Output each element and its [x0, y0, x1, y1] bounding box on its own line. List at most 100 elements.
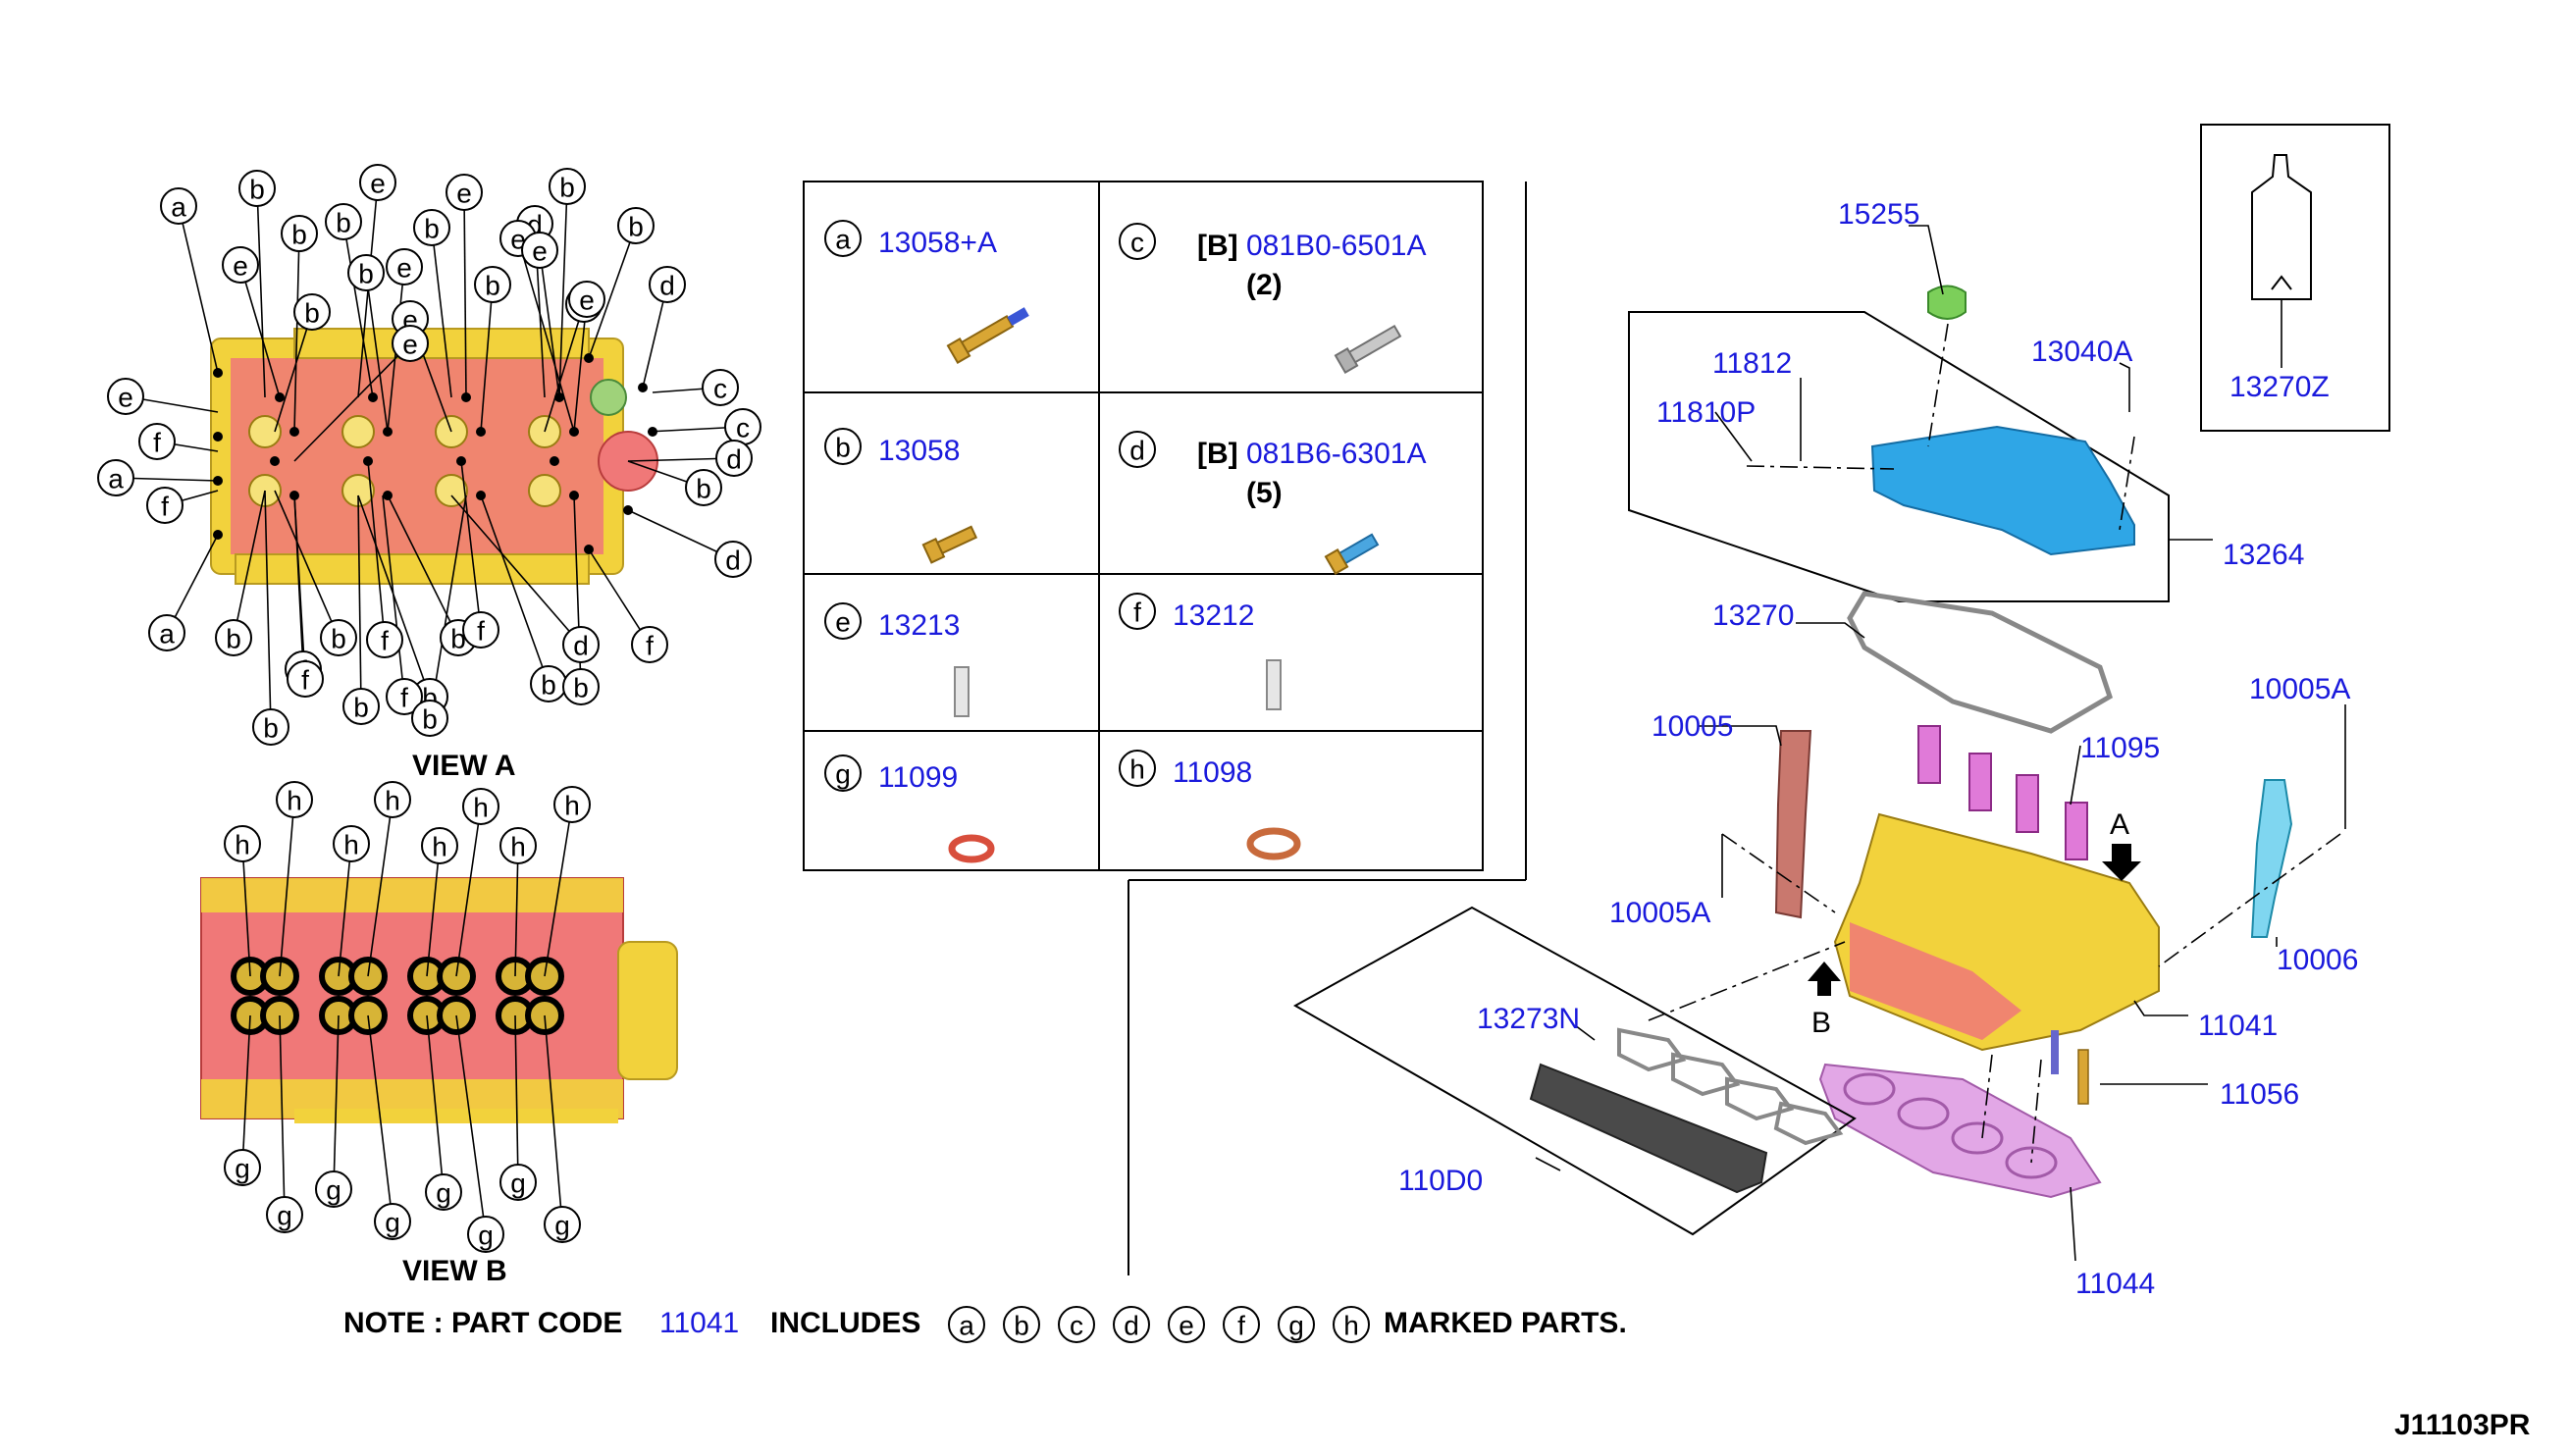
- legend-part-code[interactable]: 13212: [1173, 599, 1254, 632]
- callout-letter: b: [696, 474, 711, 504]
- part-11095[interactable]: 11095: [2080, 732, 2160, 764]
- view-a-callout-e: e: [359, 164, 396, 201]
- callout-circle: [160, 187, 197, 225]
- part-10005a-right[interactable]: 10005A: [2249, 673, 2350, 705]
- callout-circle: [617, 207, 655, 244]
- part-10006[interactable]: 10006: [2277, 944, 2358, 976]
- callout-circle: [1119, 223, 1156, 260]
- callout-letter: a: [108, 464, 124, 494]
- part-10005a-left[interactable]: 10005A: [1609, 897, 1710, 929]
- callout-circle: [138, 423, 176, 460]
- view-a-callout-e: e: [107, 378, 144, 415]
- callout-circle: [342, 688, 380, 725]
- view-a-leader: [256, 187, 266, 398]
- view-a-callout-a: a: [160, 187, 197, 225]
- view-a-callout-b: b: [413, 209, 450, 246]
- callout-letter: e: [118, 383, 133, 413]
- part-15255[interactable]: 15255: [1838, 198, 1919, 231]
- legend-quantity: (5): [1246, 477, 1283, 509]
- callout-circle: [499, 1164, 537, 1201]
- view-a-callout-a: a: [97, 459, 134, 496]
- view-a-leader: [293, 233, 300, 433]
- part-13264[interactable]: 13264: [2223, 539, 2304, 571]
- part-11056[interactable]: 11056: [2220, 1078, 2299, 1111]
- view-a-leader: [431, 227, 452, 398]
- callout-circle: [462, 611, 499, 649]
- callout-letter: f: [400, 683, 408, 713]
- note-part-code: 11041: [659, 1307, 739, 1339]
- callout-circle: [215, 619, 252, 656]
- callout-letter: a: [959, 1311, 974, 1341]
- legend-letter-circle: c: [1119, 223, 1156, 260]
- callout-circle: [325, 203, 362, 240]
- view-a-callout-d: d: [649, 266, 686, 303]
- callout-circle: [1119, 750, 1156, 787]
- part-13270z[interactable]: 13270Z: [2229, 371, 2330, 403]
- callout-letter: e: [835, 607, 851, 638]
- callout-letter: h: [235, 830, 250, 860]
- callout-letter: h: [510, 832, 526, 862]
- callout-letter: a: [835, 225, 851, 255]
- callout-letter: g: [326, 1175, 341, 1206]
- callout-circle: [1058, 1306, 1095, 1343]
- view-a-label: VIEW A: [412, 750, 516, 782]
- view-a-callout-c: c: [702, 369, 739, 406]
- callout-letter: e: [233, 251, 248, 282]
- legend-letter-circle: a: [824, 220, 862, 257]
- view-b-leader: [544, 1014, 563, 1225]
- callout-circle: [521, 232, 558, 269]
- legend-part-code[interactable]: 13213: [878, 609, 960, 642]
- legend-part-code[interactable]: 13058+A: [878, 227, 997, 259]
- legend-table: [803, 181, 1527, 1275]
- callout-letter: e: [396, 253, 412, 284]
- view-a-callout-e: e: [521, 232, 558, 269]
- part-11810p[interactable]: 11810P: [1656, 396, 1756, 429]
- note-letter-e: e: [1168, 1306, 1205, 1343]
- callout-circle: [446, 174, 483, 211]
- legend-letter-circle: h: [1119, 750, 1156, 787]
- callout-letter: b: [358, 259, 374, 289]
- arrow-a-label: A: [2110, 808, 2129, 841]
- view-a-leader: [293, 494, 306, 680]
- callout-letter: h: [385, 786, 400, 816]
- view-a-callout-d: d: [562, 626, 600, 663]
- callout-circle: [425, 1173, 462, 1211]
- note-letter-h: h: [1333, 1306, 1370, 1343]
- callout-letter: d: [1129, 436, 1145, 466]
- legend-part-code[interactable]: 11098: [1173, 756, 1252, 789]
- callout-circle: [499, 827, 537, 864]
- view-b-callout-g: g: [499, 1164, 537, 1201]
- view-a-callout-f: f: [287, 660, 324, 698]
- part-13040a[interactable]: 13040A: [2031, 336, 2132, 368]
- view-a-callout-b: b: [325, 203, 362, 240]
- callout-letter: d: [1124, 1311, 1139, 1341]
- view-a-leader: [450, 494, 582, 646]
- legend-part-code[interactable]: 081B0-6501A: [1246, 230, 1427, 262]
- part-10005[interactable]: 10005: [1652, 710, 1733, 743]
- view-b-callout-g: g: [315, 1170, 352, 1208]
- part-11044[interactable]: 11044: [2075, 1268, 2155, 1300]
- callout-letter: b: [559, 173, 575, 203]
- note-letter-c: c: [1058, 1306, 1095, 1343]
- callout-letter: b: [291, 220, 307, 250]
- legend-part-code[interactable]: 11099: [878, 761, 958, 794]
- callout-letter: g: [385, 1208, 400, 1238]
- legend-letter-circle: d: [1119, 431, 1156, 468]
- part-11041[interactable]: 11041: [2198, 1010, 2278, 1042]
- callout-circle: [715, 440, 753, 477]
- part-11812[interactable]: 11812: [1712, 347, 1792, 380]
- note-includes: INCLUDES: [770, 1307, 920, 1339]
- callout-circle: [824, 602, 862, 640]
- note-letter-b: b: [1003, 1306, 1040, 1343]
- part-13270[interactable]: 13270: [1712, 599, 1794, 632]
- view-b-callout-h: h: [499, 827, 537, 864]
- part-number-labels: 15255 11812 13040A 11810P 13264 13270Z 1…: [1398, 198, 2358, 1300]
- part-110d0[interactable]: 110D0: [1398, 1165, 1483, 1197]
- legend-part-code[interactable]: 081B6-6301A: [1246, 438, 1427, 470]
- legend-part-code[interactable]: 13058: [878, 435, 960, 467]
- callout-circle: [948, 1306, 985, 1343]
- callout-letter: h: [1129, 754, 1145, 785]
- callout-circle: [224, 1149, 261, 1186]
- part-13273n[interactable]: 13273N: [1477, 1003, 1580, 1035]
- view-a-callout-b: b: [347, 254, 385, 291]
